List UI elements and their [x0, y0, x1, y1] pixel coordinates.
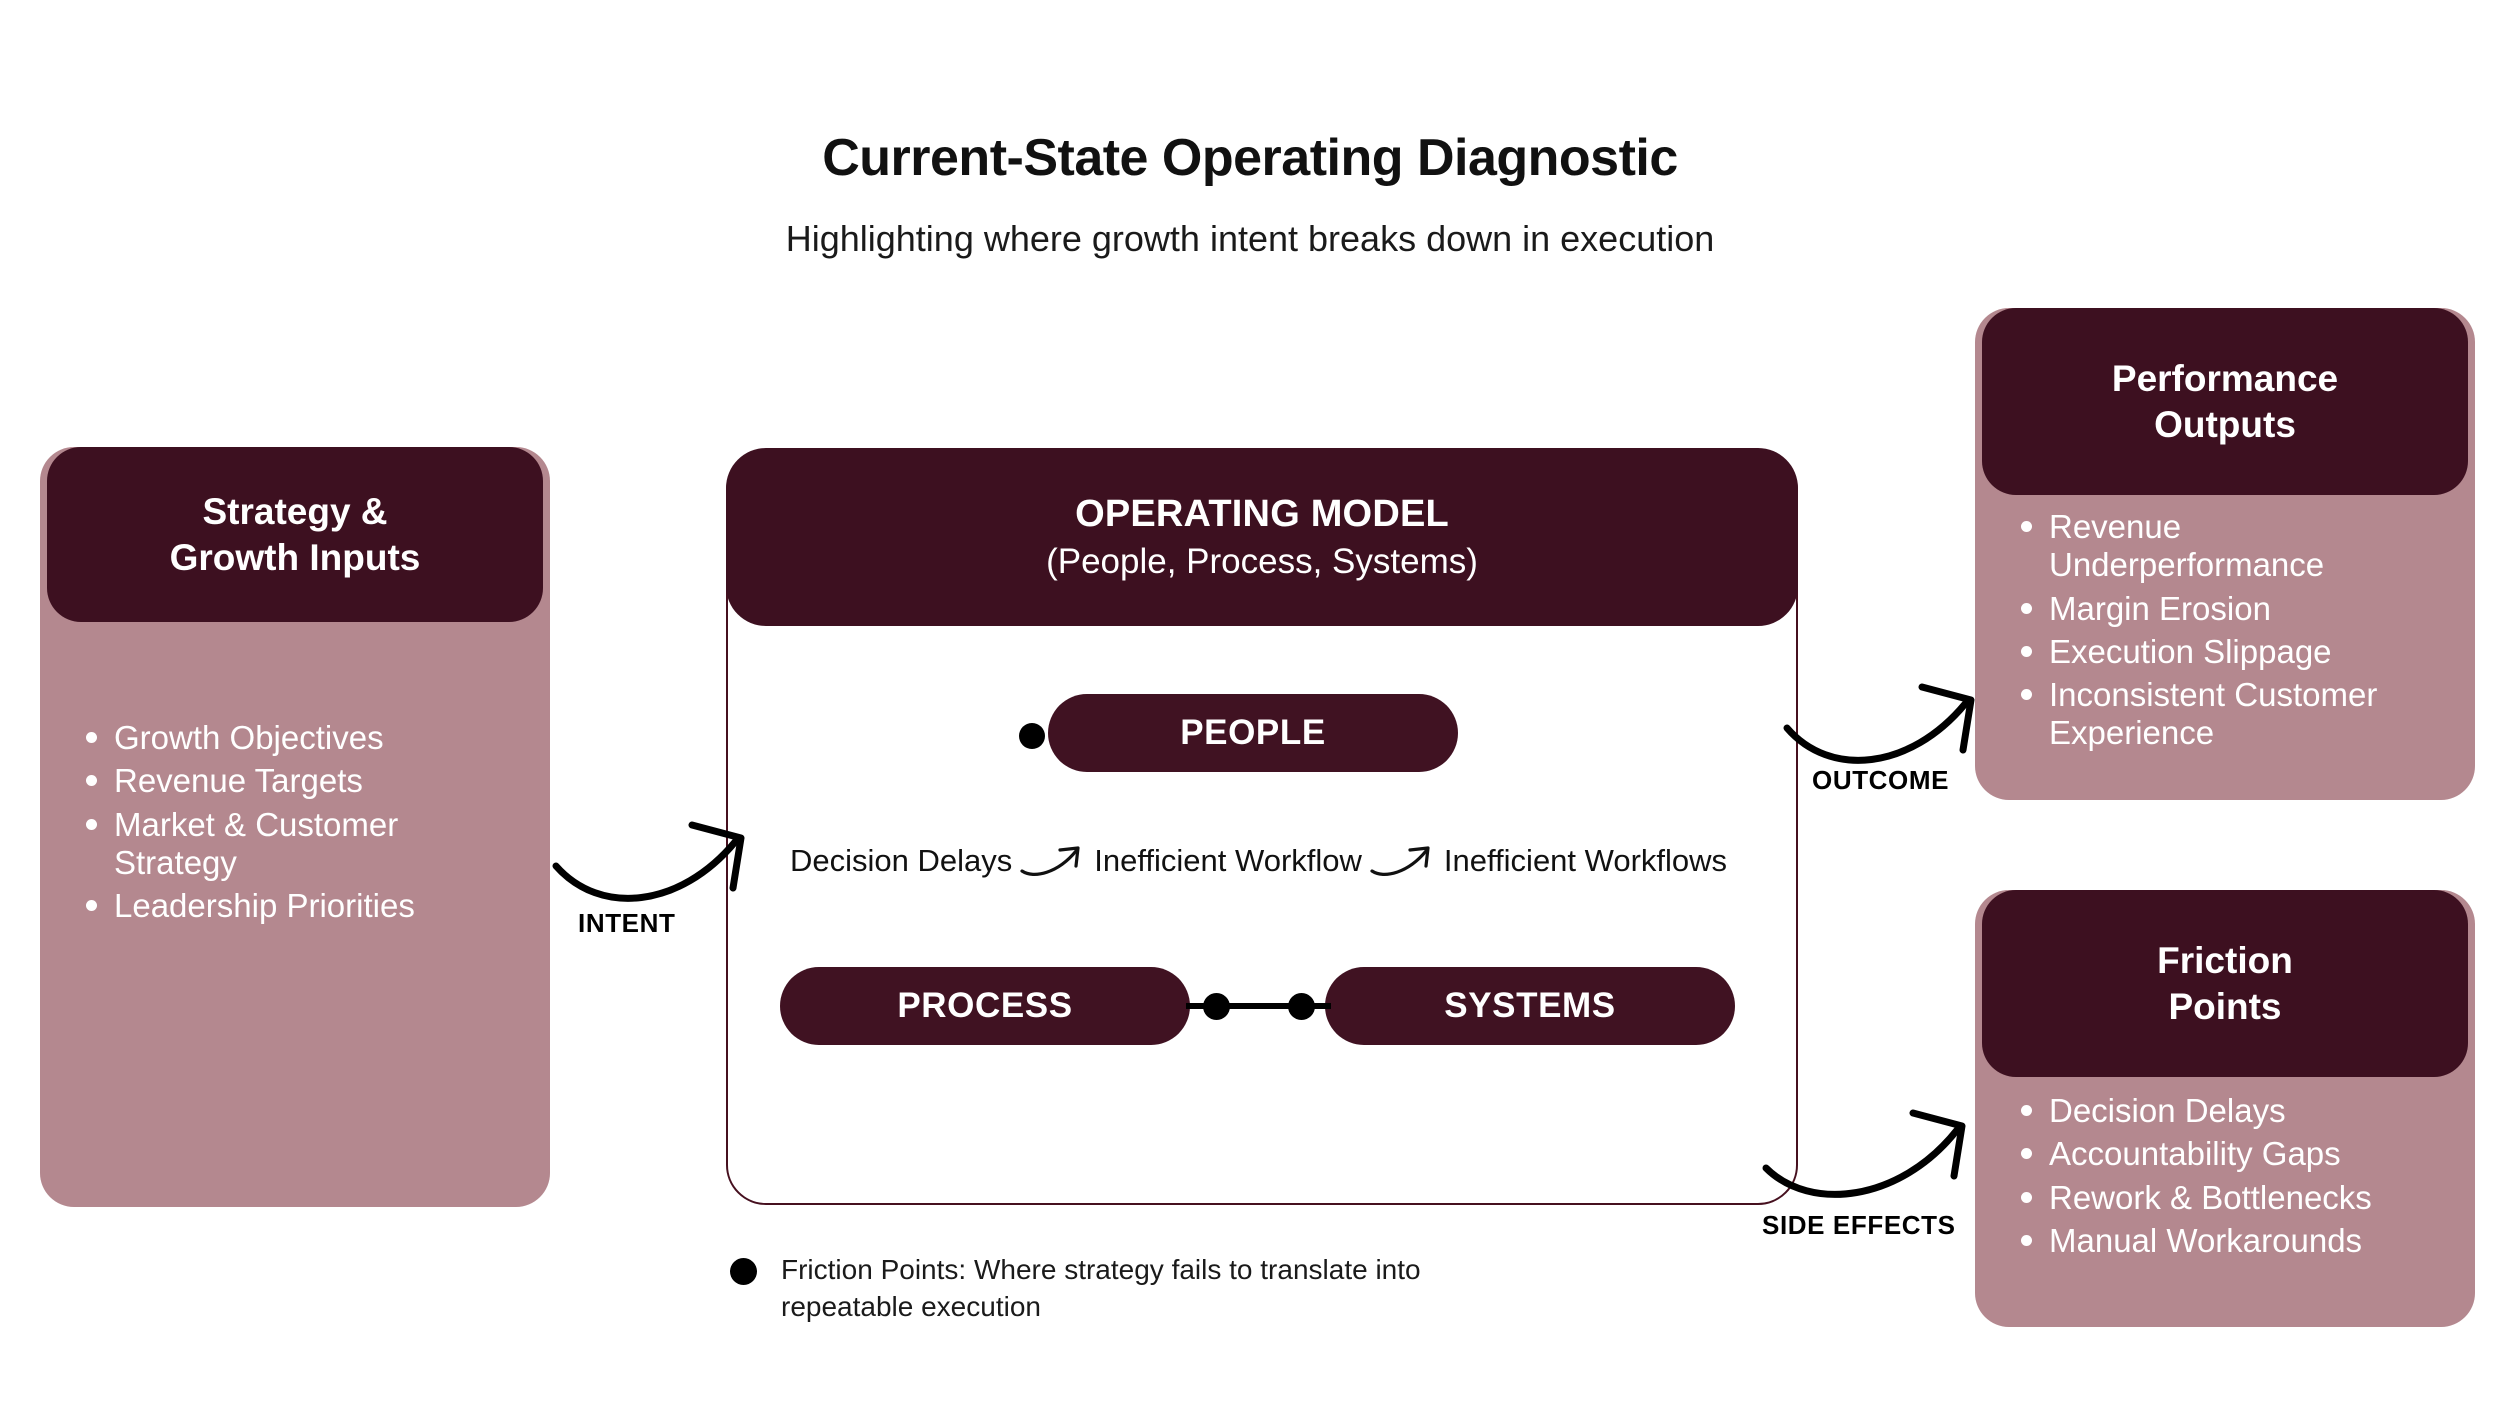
intent-label: INTENT	[578, 908, 676, 938]
list-item: Growth Objectives	[86, 719, 520, 757]
list-item-label: Inconsistent Customer Experience	[2049, 676, 2378, 752]
process-systems-connector	[1186, 1003, 1331, 1009]
card-title-line1: Strategy &	[202, 491, 388, 533]
list-item: Market & Customer Strategy	[86, 805, 520, 883]
bullet-icon	[2021, 1191, 2032, 1203]
footnote-text: Friction Points: Where strategy fails to…	[781, 1254, 1421, 1322]
legend-dot-icon	[730, 1258, 757, 1285]
list-item-label: Market & Customer Strategy	[114, 805, 399, 881]
list-item: Leadership Priorities	[86, 887, 520, 925]
card-header-text: Performance Outputs	[2098, 356, 2352, 446]
pill-people-label: PEOPLE	[1180, 713, 1326, 752]
strategy-growth-inputs-card: Strategy & Growth Inputs Growth Objectiv…	[40, 447, 550, 1207]
friction-flow-strip: Decision Delays Inefficient Workflow Ine…	[790, 838, 1790, 882]
list-item-label: Decision Delays	[2049, 1092, 2286, 1129]
bullet-icon	[2021, 1234, 2032, 1246]
list-item-label: Margin Erosion	[2049, 589, 2271, 627]
card-header: Strategy & Growth Inputs	[47, 447, 543, 622]
card-title-line2: Growth Inputs	[169, 536, 421, 578]
pill-people[interactable]: PEOPLE	[1048, 694, 1458, 772]
bullet-icon	[2021, 689, 2032, 701]
curved-arrow-icon	[1370, 841, 1436, 879]
bullet-icon	[2021, 645, 2032, 657]
operating-model-header: OPERATING MODEL (People, Process, System…	[726, 448, 1798, 626]
friction-flow-label-2: Inefficient Workflow	[1094, 842, 1362, 878]
list-item: Execution Slippage	[2021, 632, 2445, 671]
page-title: Current-State Operating Diagnostic	[822, 129, 1678, 187]
curved-arrow-icon	[1020, 841, 1086, 879]
operating-model-title: OPERATING MODEL	[1075, 492, 1449, 535]
strategy-items-list: Growth Objectives Revenue Targets Market…	[40, 719, 550, 930]
list-item-label: Execution Slippage	[2049, 632, 2332, 670]
card-header: Friction Points	[1982, 890, 2468, 1077]
list-item: Revenue Underperformance	[2021, 508, 2445, 585]
list-item: Margin Erosion	[2021, 589, 2445, 628]
bullet-icon	[2021, 1105, 2032, 1116]
pill-systems-label: SYSTEMS	[1444, 986, 1616, 1025]
bullet-icon	[2021, 1148, 2032, 1160]
card-header-text: Strategy & Growth Inputs	[156, 489, 435, 579]
card-title-line2: Points	[2168, 985, 2282, 1027]
friction-flow-label-1: Decision Delays	[790, 842, 1013, 878]
bullet-icon	[86, 818, 97, 830]
list-item-label: Revenue Targets	[114, 762, 363, 800]
list-item-label: Leadership Priorities	[114, 887, 415, 925]
bullet-icon	[2021, 521, 2032, 532]
pill-process-label: PROCESS	[897, 986, 1073, 1025]
friction-points-card: Friction Points	[1975, 890, 2475, 1327]
card-title-line1: Performance	[2111, 358, 2339, 400]
list-item: Rework & Bottlenecks	[2021, 1178, 2445, 1217]
list-item-label: Manual Workarounds	[2049, 1221, 2363, 1259]
list-item-label: Accountability Gaps	[2049, 1135, 2341, 1173]
performance-items-list: Revenue Underperformance Margin Erosion …	[1975, 508, 2475, 758]
bullet-icon	[2021, 602, 2032, 614]
friction-flow-label-3: Inefficient Workflows	[1443, 842, 1728, 878]
side-effects-label: SIDE EFFECTS	[1762, 1210, 1956, 1240]
performance-outputs-card: Performance Outputs	[1975, 308, 2475, 800]
list-item-label: Growth Objectives	[114, 719, 384, 756]
friction-dot-people-icon	[1019, 723, 1045, 749]
bullet-icon	[86, 775, 97, 787]
card-title-line2: Outputs	[2154, 403, 2296, 445]
operating-model-subtitle: (People, Process, Systems)	[1046, 541, 1478, 581]
list-item-label: Rework & Bottlenecks	[2049, 1178, 2372, 1216]
friction-dot-process-icon	[1203, 993, 1230, 1020]
bullet-icon	[86, 732, 97, 743]
pill-systems[interactable]: SYSTEMS	[1325, 967, 1735, 1045]
bullet-icon	[86, 900, 97, 912]
list-item-label: Revenue Underperformance	[2049, 508, 2325, 584]
intent-arrow-icon	[552, 821, 745, 902]
list-item: Revenue Targets	[86, 762, 520, 800]
list-item: Inconsistent Customer Experience	[2021, 676, 2445, 753]
card-header: Performance Outputs	[1982, 308, 2468, 495]
list-item: Manual Workarounds	[2021, 1221, 2445, 1260]
card-title-line1: Friction	[2157, 940, 2293, 982]
friction-items-list: Decision Delays Accountability Gaps Rewo…	[1975, 1092, 2475, 1265]
pill-process[interactable]: PROCESS	[780, 967, 1190, 1045]
list-item: Accountability Gaps	[2021, 1135, 2445, 1173]
friction-dot-systems-icon	[1288, 993, 1315, 1020]
outcome-label: OUTCOME	[1812, 765, 1950, 795]
list-item: Decision Delays	[2021, 1092, 2445, 1130]
page-subtitle: Highlighting where growth intent breaks …	[785, 218, 1715, 259]
footnote-legend: Friction Points: Where strategy fails to…	[730, 1252, 1450, 1326]
card-header-text: Friction Points	[2143, 938, 2307, 1028]
outcome-arrow-icon	[1783, 683, 1975, 764]
